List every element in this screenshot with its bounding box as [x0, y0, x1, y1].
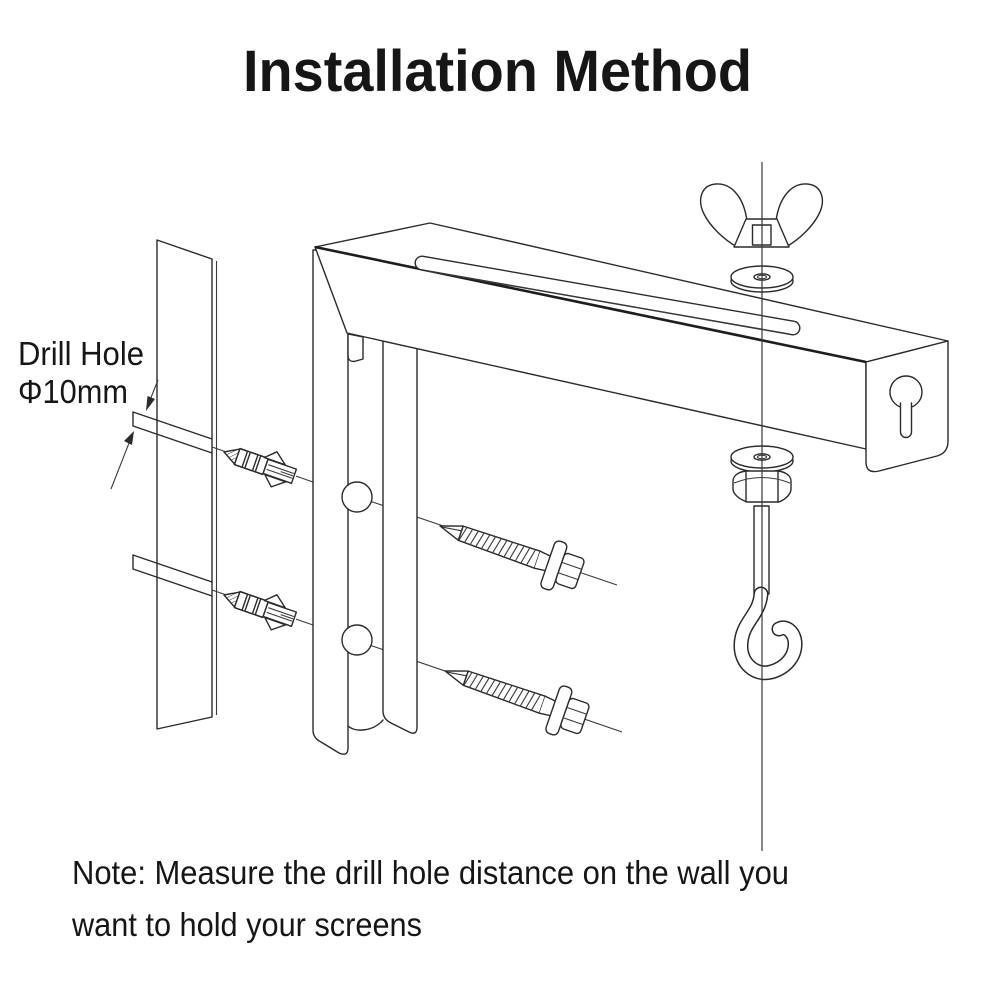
callout-arrow-short	[146, 379, 159, 411]
bracket-wall-plate	[312, 249, 418, 755]
arm-slot	[414, 255, 801, 336]
wall-anchor-bottom	[217, 577, 303, 638]
drill-hole-label: Drill Hole	[18, 335, 144, 372]
keyhole-slot	[889, 375, 923, 439]
page-title: Installation Method	[243, 39, 752, 104]
bracket-arm	[314, 222, 949, 473]
note-line-1: Note: Measure the drill hole distance on…	[72, 854, 789, 891]
drill-hole-callout: Drill Hole Φ10mm	[18, 335, 159, 490]
wall	[156, 239, 218, 730]
drill-channel-bottom	[132, 554, 213, 597]
lag-screw-bottom	[436, 646, 594, 744]
mounting-hole-bottom	[341, 624, 373, 656]
drill-hole-size: Φ10mm	[18, 373, 128, 410]
mounting-hole-top	[341, 481, 373, 513]
drill-channel-top	[132, 411, 213, 454]
wall-anchor-top	[217, 434, 303, 495]
ceiling-hook	[733, 586, 803, 681]
arm-end-plate	[865, 340, 949, 473]
callout-arrow-long	[110, 431, 134, 490]
note: Note: Measure the drill hole distance on…	[71, 854, 789, 943]
lag-screw-top	[431, 501, 589, 599]
note-line-2: want to hold your screens	[71, 906, 422, 943]
